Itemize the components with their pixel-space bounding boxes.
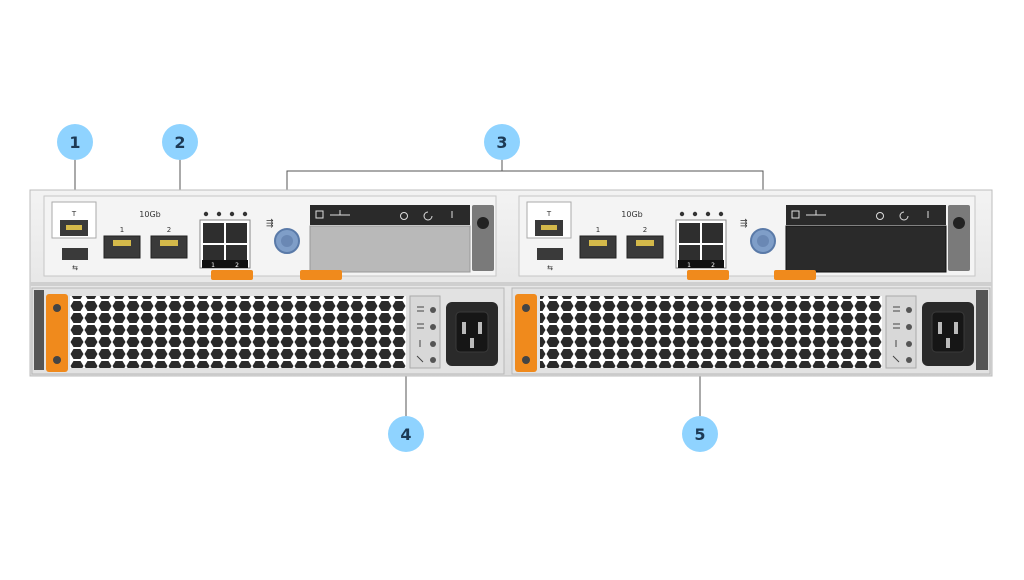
psu-a-pin-right <box>478 322 482 334</box>
psu-b-pin-right <box>954 322 958 334</box>
usb-port-b[interactable] <box>537 248 563 260</box>
ethernet-port-1-a[interactable] <box>103 235 141 259</box>
ethernet-port-2-b[interactable] <box>626 235 664 259</box>
controller-canister-b: T ⇆ 10Gb 1 2 1 2 ⇶ <box>518 195 976 280</box>
psu-b-leds <box>906 307 912 363</box>
sfp-port-2-label-b: 2 <box>711 262 715 269</box>
sfp-port-1-label-a: 1 <box>211 262 215 269</box>
port-2-label-a: 2 <box>167 226 171 234</box>
release-tab-b-1[interactable] <box>687 270 729 280</box>
psu-b-release-handle[interactable] <box>515 294 537 372</box>
callout-2: 2 <box>162 124 198 160</box>
thumbscrew-a-center <box>281 235 293 247</box>
power-supply-a <box>31 287 505 375</box>
sfp-port-2-top-b[interactable] <box>702 223 723 243</box>
chassis-divider <box>30 282 992 286</box>
host-card-icons-b <box>791 210 929 221</box>
host-interface-card-blank-a <box>309 225 471 273</box>
sas-port-icon-b: ⇶ <box>740 218 748 229</box>
psu-b-led-icons <box>892 306 900 363</box>
psu-a-handle-screw-top <box>53 304 61 312</box>
psu-a-led-panel <box>409 295 441 369</box>
ethernet-port-2-pins-a <box>160 240 178 246</box>
psu-b-handle-screw-top <box>522 304 530 312</box>
psu-a-handle-screw-bottom <box>53 356 61 364</box>
callout-3: 3 <box>484 124 520 160</box>
status-leds-a <box>203 211 248 217</box>
callout-4: 4 <box>388 416 424 452</box>
ethernet-port-1-pins-a <box>113 240 131 246</box>
psu-a-pin-left <box>462 322 466 334</box>
mgmt-port-label-b: T <box>546 210 552 218</box>
release-tab-b-2[interactable] <box>774 270 816 280</box>
psu-a-pin-ground <box>470 338 474 348</box>
callout-5: 5 <box>682 416 718 452</box>
port-2-label-b: 2 <box>643 226 647 234</box>
latch-lock-a <box>477 217 489 229</box>
ethernet-port-2-a[interactable] <box>150 235 188 259</box>
psu-b-led-panel <box>885 295 917 369</box>
psu-a-led-icons <box>416 306 424 363</box>
thumbscrew-b-center <box>757 235 769 247</box>
latch-lock-b <box>953 217 965 229</box>
speed-label-a: 10Gb <box>139 210 160 219</box>
controller-canister-a: T ⇆ 10Gb 1 2 1 2 ⇶ <box>43 195 497 280</box>
power-supply-b <box>511 287 991 375</box>
psu-a-edge <box>34 290 44 370</box>
usb-port-a[interactable] <box>62 248 88 260</box>
psu-b-pin-ground <box>946 338 950 348</box>
ethernet-port-1-pins-b <box>589 240 607 246</box>
mgmt-port-pins-b <box>541 225 557 230</box>
psu-a-release-handle[interactable] <box>46 294 68 372</box>
ethernet-port-2-pins-b <box>636 240 654 246</box>
psu-b-edge <box>976 290 988 370</box>
sfp-port-1-top-b[interactable] <box>679 223 700 243</box>
psu-b-pin-left <box>938 322 942 334</box>
psu-a-fan-grille <box>70 296 406 368</box>
release-tab-a-1[interactable] <box>211 270 253 280</box>
canister-latch-a[interactable] <box>472 205 494 271</box>
sfp-port-2-label-a: 2 <box>235 262 239 269</box>
psu-b-handle-screw-bottom <box>522 356 530 364</box>
ethernet-port-1-b[interactable] <box>579 235 617 259</box>
sas-port-icon-a: ⇶ <box>266 218 274 229</box>
mgmt-port-label-a: T <box>71 210 77 218</box>
status-leds-b <box>679 211 724 217</box>
usb-icon-a: ⇆ <box>72 264 78 272</box>
port-1-label-a: 1 <box>120 226 124 234</box>
callout-1: 1 <box>57 124 93 160</box>
speed-label-b: 10Gb <box>621 210 642 219</box>
psu-b-fan-grille <box>540 296 882 368</box>
port-1-label-b: 1 <box>596 226 600 234</box>
sfp-port-2-top-a[interactable] <box>226 223 247 243</box>
host-card-icons-a <box>315 210 453 221</box>
sfp-label-strip-a <box>202 260 248 268</box>
release-tab-a-2[interactable] <box>300 270 342 280</box>
usb-icon-b: ⇆ <box>547 264 553 272</box>
host-interface-card-b <box>785 225 947 273</box>
canister-latch-b[interactable] <box>948 205 970 271</box>
mgmt-port-pins-a <box>66 225 82 230</box>
sfp-port-1-label-b: 1 <box>687 262 691 269</box>
sfp-label-strip-b <box>678 260 724 268</box>
psu-a-leds <box>430 307 436 363</box>
sfp-port-1-top-a[interactable] <box>203 223 224 243</box>
